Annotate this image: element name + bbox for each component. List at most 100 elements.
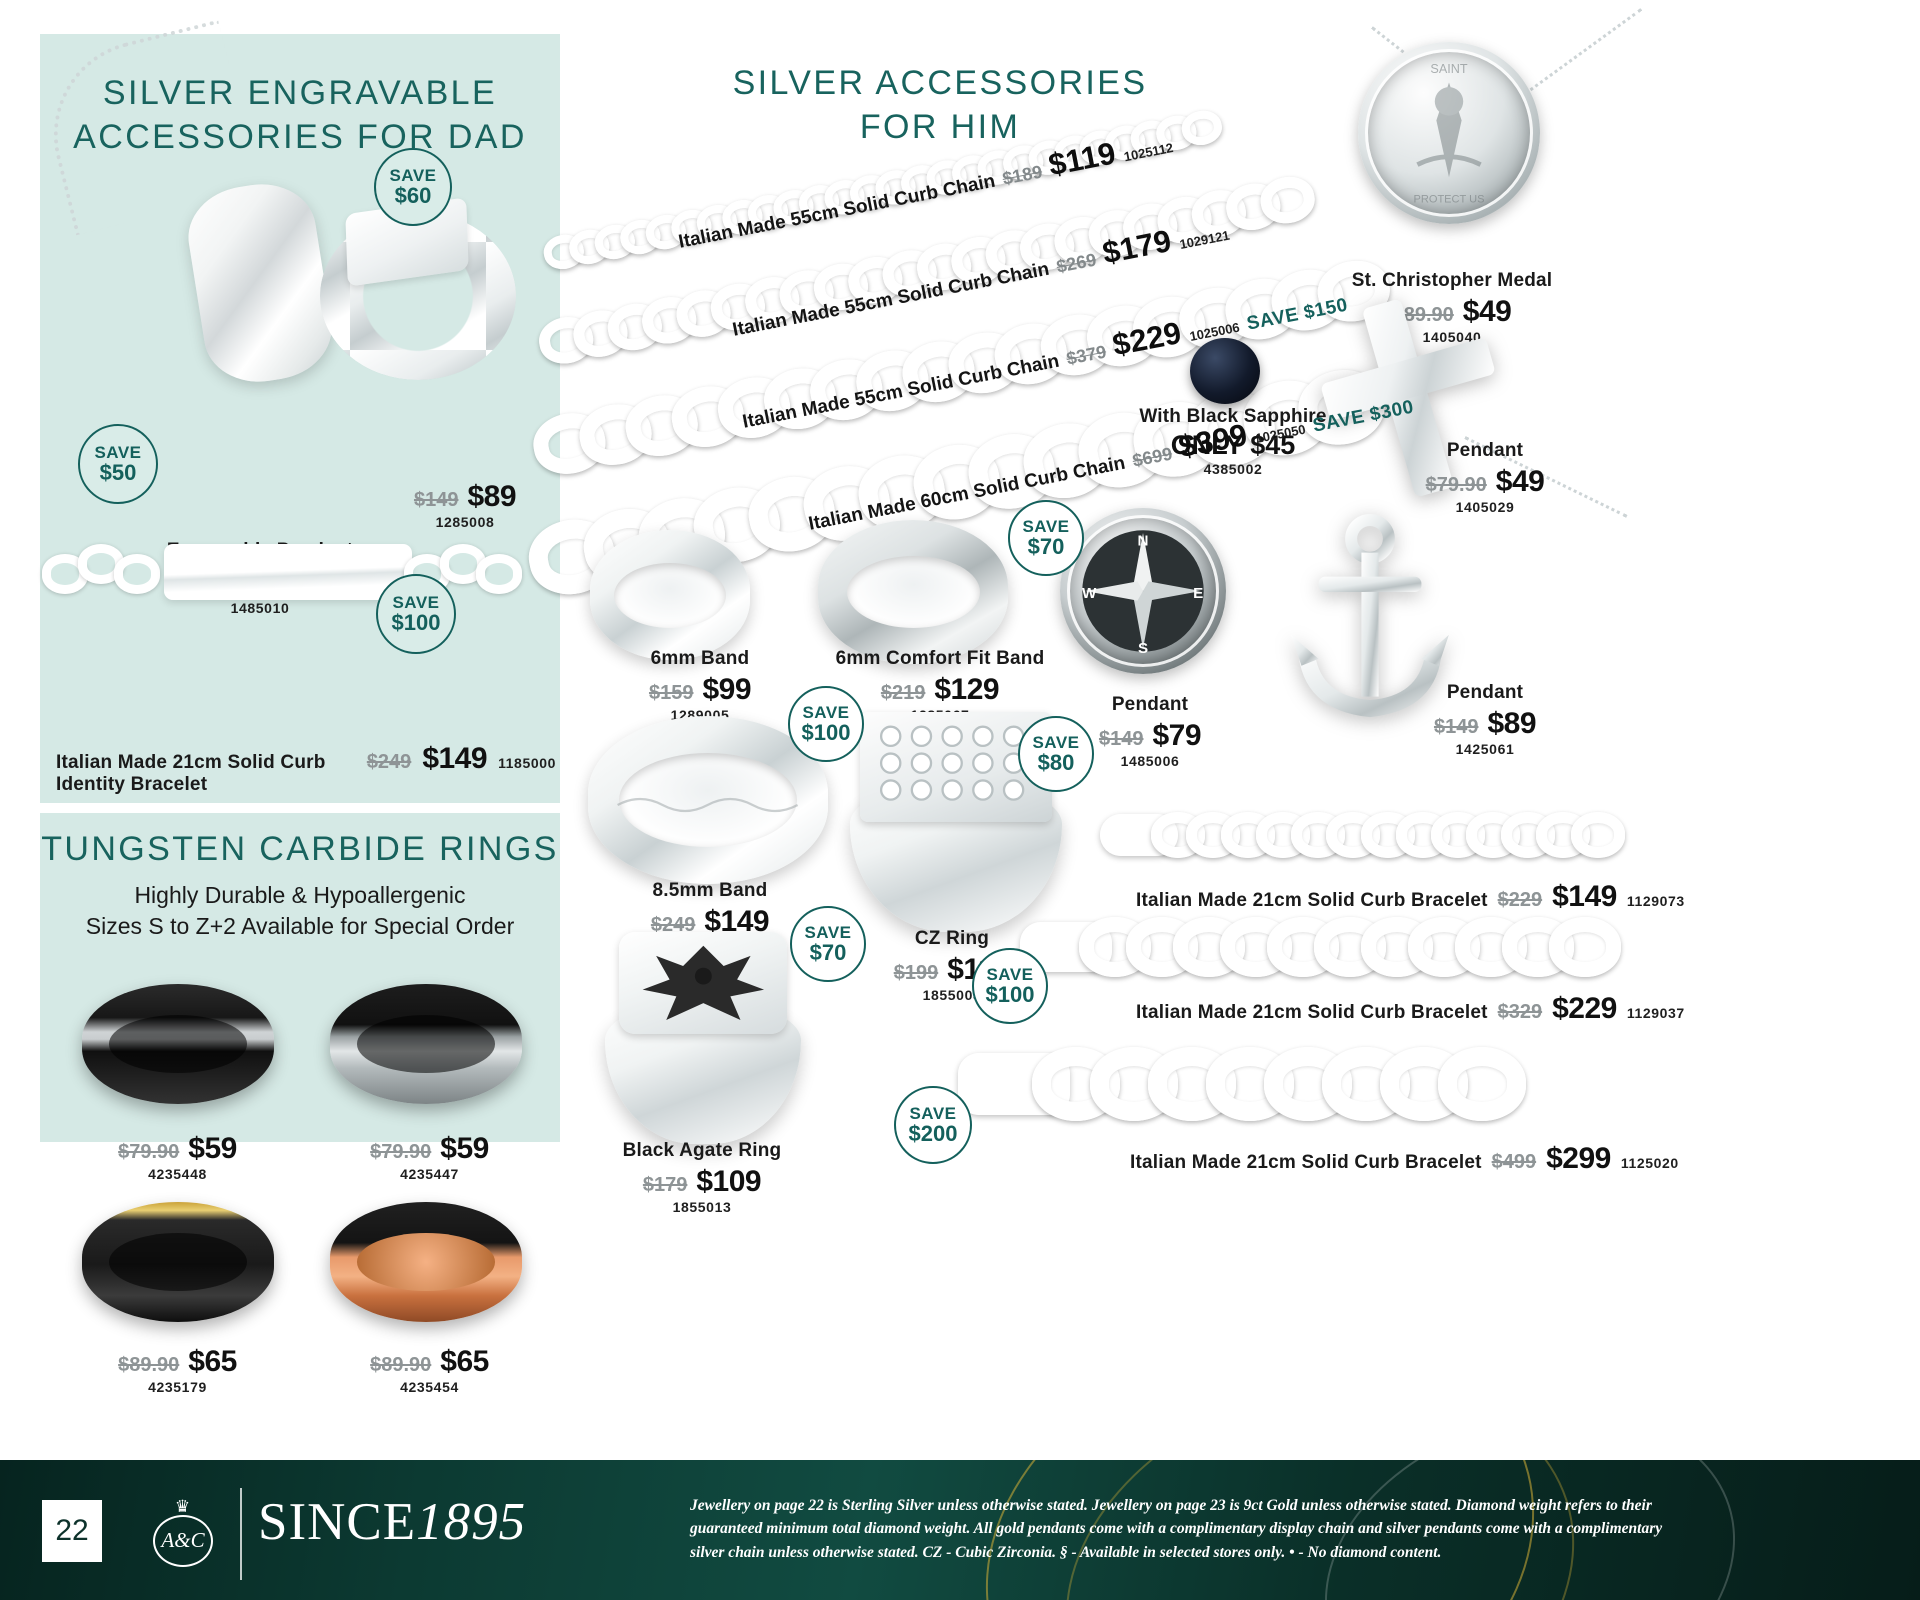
85mm-band-name: 8.5mm Band (652, 880, 768, 901)
bracelet-name-2: Italian Made 21cm Solid Curb Bracelet (1136, 1002, 1488, 1023)
black-agate-ring-image (592, 932, 814, 1144)
tungsten-sku-2: 4235447 (400, 1166, 459, 1182)
save-badge-compass-70: SAVE $70 (1008, 500, 1084, 576)
6mm-comfort-name: 6mm Comfort Fit Band (835, 648, 1045, 669)
cross-pendant-was: $79.90 (1425, 474, 1487, 496)
right-heading-line-2: FOR HIM (859, 107, 1021, 146)
save-badge-agate-70: SAVE $70 (790, 906, 866, 982)
bracelet-link (1438, 1047, 1526, 1121)
brand-crest: ♛ A&C (140, 1492, 226, 1572)
right-panel-heading: SILVER ACCESSORIES FOR HIM (560, 62, 1320, 149)
save-amount: $70 (809, 940, 847, 966)
bracelet-sku: 1185000 (498, 755, 556, 771)
save-label: SAVE (94, 442, 142, 462)
save-amount: $100 (985, 982, 1035, 1008)
bracelet-price-block-3: Italian Made 21cm Solid Curb Bracelet $4… (1130, 1142, 1679, 1176)
ring-now-price: $89 (467, 480, 517, 513)
save-badge-pendant-50: SAVE $50 (78, 424, 158, 504)
bracelet-now-2: $229 (1552, 992, 1617, 1025)
tungsten-title-text: TUNGSTEN CARBIDE RINGS (41, 830, 559, 868)
since-word: SINCE (258, 1493, 417, 1551)
6mm-comfort-was: $219 (880, 682, 926, 704)
compass-pendant-was: $149 (1098, 728, 1144, 750)
ring-hole (108, 1015, 248, 1073)
save-badge-cz-80: SAVE $80 (1018, 716, 1094, 792)
curb-bracelet-image-2 (1020, 912, 1660, 982)
6mm-band-image (590, 530, 750, 660)
compass-pendant-image: N S W E (1060, 508, 1226, 674)
tungsten-sub-line-2: Sizes S to Z+2 Available for Special Ord… (85, 913, 515, 940)
tungsten-sku-1: 4235448 (148, 1166, 207, 1182)
chain-sku-1: 1025112 (1122, 140, 1175, 165)
save-amount: $80 (1037, 750, 1075, 776)
6mm-comfort-band-image (818, 520, 1008, 664)
save-label: SAVE (986, 964, 1034, 984)
tungsten-price-block-4: $89.90 $65 4235454 (312, 1345, 547, 1395)
6mm-comfort-band-price-block: 6mm Comfort Fit Band $219 $129 1285067 (800, 648, 1080, 723)
tungsten-price-block-3: $89.90 $65 4235179 (60, 1345, 295, 1395)
left-heading-line-1: SILVER ENGRAVABLE (102, 74, 498, 112)
chain-was-2: $269 (1054, 249, 1098, 277)
ring-hole (356, 1233, 496, 1291)
page-number: 22 (55, 1514, 89, 1547)
anchor-icon (1291, 514, 1449, 718)
tungsten-was-3: $89.90 (118, 1354, 180, 1376)
cz-ring-sku: 1855003 (922, 987, 982, 1003)
bracelet-link (1549, 917, 1621, 977)
tungsten-subheading: Highly Durable & Hypoallergenic Sizes S … (40, 880, 560, 942)
identity-bracelet-price-block: Italian Made 21cm Solid Curb Identity Br… (56, 742, 556, 796)
cross-pendant-now: $49 (1495, 465, 1545, 498)
black-sapphire-block: With Black Sapphire ONLY $45 4385002 (1108, 406, 1358, 477)
bracelet-now-1: $149 (1552, 880, 1617, 913)
medal-was-price: $89.90 (1392, 304, 1454, 326)
tungsten-now-4: $65 (440, 1345, 489, 1378)
compass-pendant-name: Pendant (1111, 694, 1189, 715)
medal-name: St. Christopher Medal (1351, 270, 1553, 291)
ring-hole (108, 1233, 248, 1291)
save-label: SAVE (802, 702, 850, 722)
bracelet-sku-1: 1129073 (1626, 893, 1685, 909)
anchor-pendant-price-block: Pendant $149 $89 1425061 (1360, 682, 1610, 757)
compass-pendant-price-block: Pendant $149 $79 1485006 (1030, 694, 1270, 769)
save-badge-ring-60: SAVE $60 (374, 148, 452, 226)
cz-pave-face (860, 712, 1052, 822)
band-hole (846, 556, 980, 628)
agate-face (618, 932, 788, 1034)
save-amount: $50 (99, 460, 137, 486)
footer-disclaimer: Jewellery on page 22 is Sterling Silver … (690, 1497, 1663, 1561)
svg-text:E: E (1193, 585, 1203, 602)
band-wave-pattern (617, 797, 799, 813)
compass-rose-icon: N S W E (1082, 530, 1204, 657)
cross-pendant-name: Pendant (1446, 440, 1524, 461)
tungsten-was-4: $89.90 (370, 1354, 432, 1376)
bracelet-sku-3: 1125020 (1620, 1155, 1679, 1171)
tungsten-now-2: $59 (440, 1132, 489, 1165)
medal-rim (1365, 49, 1533, 217)
anchor-pendant-image (1260, 508, 1480, 748)
curb-bracelet-image-3 (958, 1038, 1698, 1130)
6mm-band-price-block: 6mm Band $159 $99 1289005 (580, 648, 820, 723)
tungsten-sub-line-1: Highly Durable & Hypoallergenic (134, 882, 466, 908)
page-number-box: 22 (42, 1500, 102, 1562)
bracelet-name-3: Italian Made 21cm Solid Curb Bracelet (1130, 1152, 1482, 1173)
ring-hole (356, 1015, 496, 1073)
bracelet-was-price: $249 (366, 751, 412, 773)
pendant-rim (1067, 515, 1219, 667)
svg-text:S: S (1138, 640, 1148, 657)
svg-text:SAINT: SAINT (1430, 62, 1467, 76)
cz-ring-name: CZ Ring (914, 928, 990, 949)
bracelet-now-price: $149 (422, 742, 488, 775)
chain-was-4: $699 (1130, 443, 1174, 471)
cross-pendant-sku: 1405029 (1455, 499, 1515, 515)
left-panel-heading: SILVER ENGRAVABLE ACCESSORIES FOR DAD (40, 72, 560, 159)
bracelet-was-1: $229 (1497, 889, 1543, 911)
anchor-pendant-name: Pendant (1446, 682, 1524, 703)
anchor-pendant-now: $89 (1487, 707, 1537, 740)
bracelet-was-2: $329 (1497, 1001, 1543, 1023)
save-amount: $100 (391, 610, 441, 636)
compass-pendant-now: $79 (1152, 719, 1202, 752)
tungsten-ring-image-3 (82, 1202, 274, 1322)
since-text: SINCE1895 (258, 1492, 526, 1552)
bracelet-link (1571, 812, 1625, 858)
ring-sku: 1285008 (435, 514, 495, 530)
